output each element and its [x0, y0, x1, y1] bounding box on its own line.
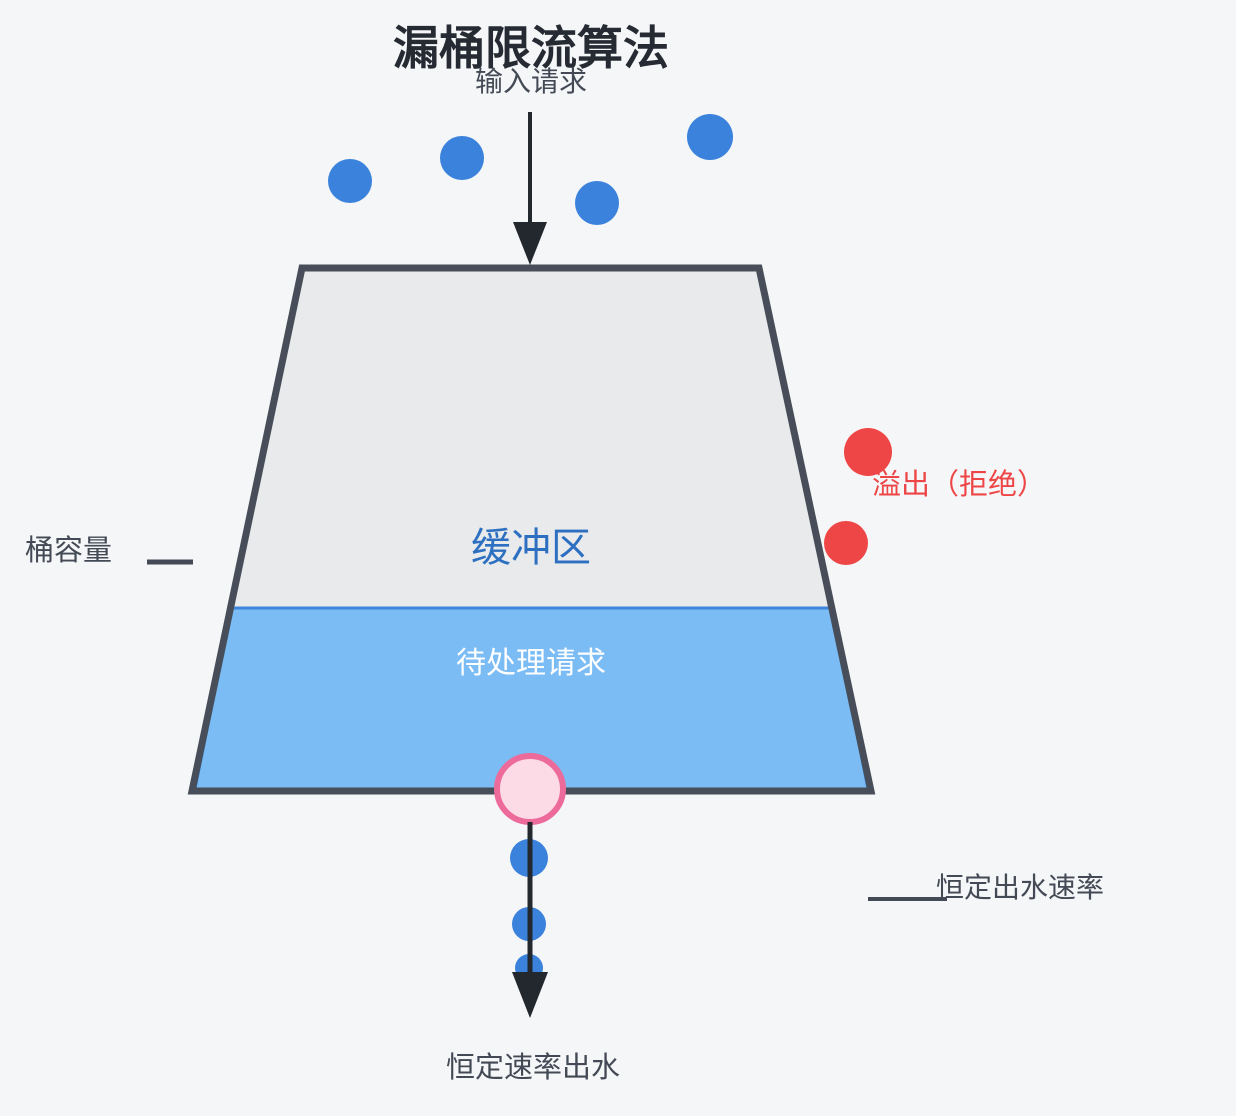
incoming-request-dot	[328, 159, 372, 203]
input-requests-label: 输入请求	[474, 66, 588, 97]
diagram-title: 漏桶限流算法	[393, 22, 669, 74]
bucket-capacity-label: 桶容量	[25, 535, 113, 567]
input-arrow-head	[513, 222, 547, 265]
incoming-request-dot	[440, 136, 484, 180]
constant-rate-output-label: 恒定速率出水	[445, 1052, 621, 1084]
overflow-dot	[824, 521, 868, 565]
bucket-outline	[187, 264, 876, 795]
incoming-request-dot	[575, 181, 619, 225]
overflow-rejected-label: 溢出（拒绝）	[872, 469, 1047, 501]
outlet-circle	[494, 753, 566, 825]
overflow-dot	[844, 428, 892, 476]
buffer-zone-label: 缓冲区	[471, 526, 591, 570]
constant-outflow-rate-label: 恒定出水速率	[936, 872, 1105, 903]
outflow-arrow-head	[512, 972, 548, 1018]
incoming-request-dot	[687, 114, 733, 160]
pending-requests-label: 待处理请求	[456, 647, 606, 680]
